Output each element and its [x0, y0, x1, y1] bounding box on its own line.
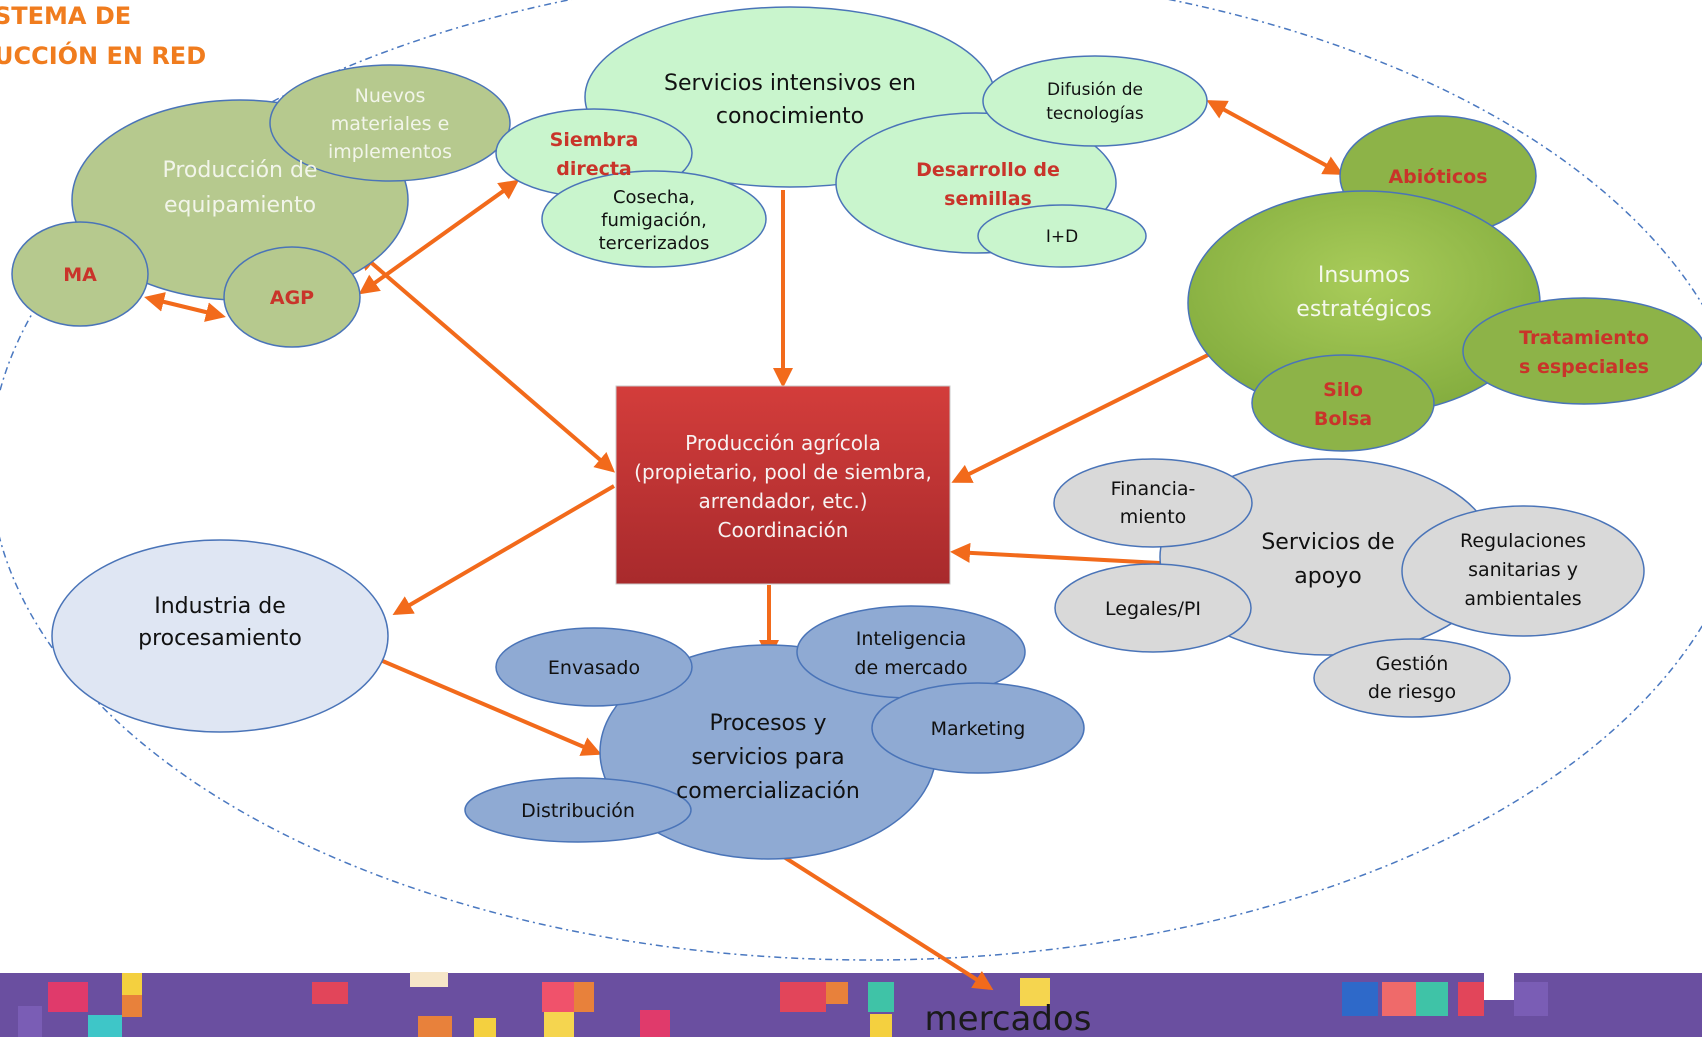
page-title: STEMA DE UCCIÓN EN RED	[0, 2, 207, 70]
label-produccion-agricola: Producción agrícola(propietario, pool de…	[634, 431, 932, 542]
label-cosecha: Cosecha,fumigación,tercerizados	[599, 187, 710, 254]
insumos-cluster	[1187, 115, 1702, 452]
arrow-procesos-mercados	[782, 855, 994, 991]
servicios-cluster	[495, 6, 1208, 268]
node-difusion	[982, 55, 1208, 147]
apoyo-cluster	[1053, 458, 1645, 718]
node-financiamiento	[1053, 458, 1253, 548]
node-legales	[1054, 563, 1252, 653]
label-marketing: Marketing	[931, 718, 1026, 740]
arrows	[144, 100, 1344, 991]
label-abioticos: Abióticos	[1388, 166, 1487, 188]
label-distribucion: Distribución	[521, 800, 635, 822]
node-silo-bolsa	[1251, 354, 1435, 452]
label-agp: AGP	[270, 287, 314, 309]
label-financiamiento: Financia-miento	[1111, 478, 1196, 528]
node-tratamientos	[1462, 297, 1702, 405]
node-nuevos-materiales	[269, 64, 511, 182]
node-distribucion	[464, 777, 692, 843]
node-id	[977, 204, 1147, 268]
arrow-equip-produccion	[356, 250, 616, 473]
node-agp	[223, 246, 361, 348]
arrow-insumos-produccion	[951, 340, 1238, 483]
label-id: I+D	[1046, 227, 1078, 247]
arrow-industria-procesos	[377, 657, 602, 756]
node-cosecha	[541, 170, 767, 268]
node-produccion-agricola	[615, 385, 951, 585]
label-envasado: Envasado	[548, 657, 640, 679]
node-envasado	[495, 627, 693, 707]
node-ma	[11, 221, 149, 327]
arrow-difusion-abioticos	[1206, 100, 1344, 175]
arrow-produccion-industria	[392, 484, 616, 616]
comercializacion-cluster	[464, 605, 1085, 860]
arrow-ma-agp	[144, 292, 226, 322]
footer-band: mercados	[0, 972, 1702, 1037]
node-industria-procesamiento	[51, 539, 389, 733]
node-marketing	[871, 682, 1085, 774]
arrow-apoyo-produccion	[950, 542, 1161, 565]
equipamiento-cluster	[11, 64, 511, 348]
footer-mercados-label: mercados	[925, 999, 1092, 1037]
label-ma: MA	[63, 264, 97, 286]
node-regulaciones	[1401, 505, 1645, 637]
label-legales: Legales/PI	[1105, 598, 1201, 620]
node-gestion-riesgo	[1313, 638, 1511, 718]
